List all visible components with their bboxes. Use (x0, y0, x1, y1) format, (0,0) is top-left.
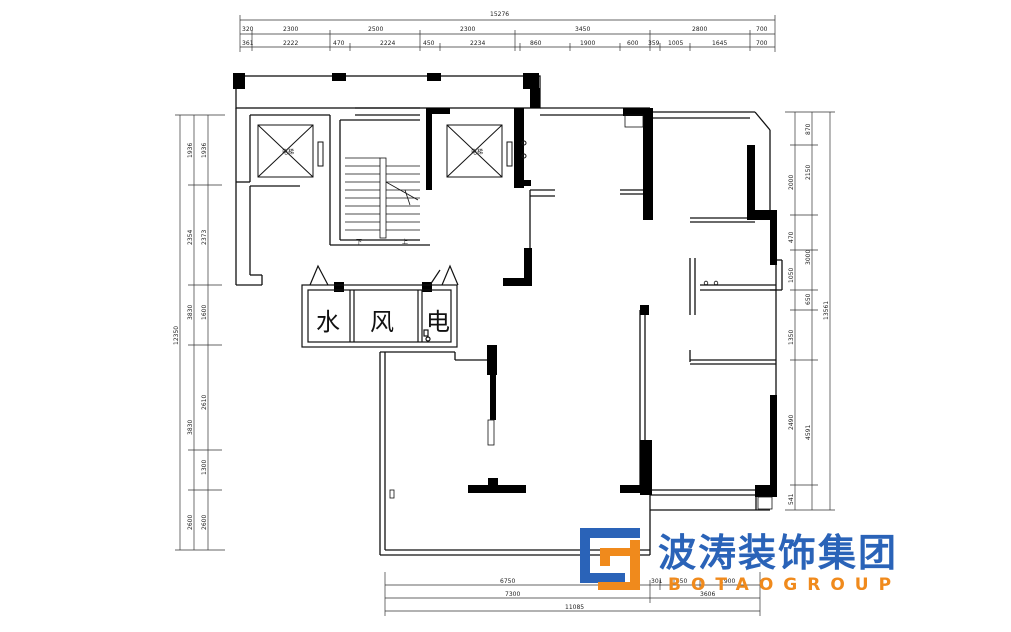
svg-text:6750: 6750 (500, 578, 515, 585)
brand-name-en: BOTAOGROUP (668, 575, 901, 595)
brand-name-cn: 波涛装饰集团 (658, 531, 898, 575)
top-dimensions (239, 15, 776, 52)
svg-text:1936: 1936 (201, 143, 208, 158)
svg-text:3830: 3830 (187, 420, 194, 435)
svg-text:700: 700 (756, 40, 768, 47)
room-wind-label: 风 (370, 308, 394, 336)
staircase (345, 157, 420, 239)
brand-logo: 波涛装饰集团 BOTAOGROUP (580, 528, 901, 595)
svg-text:2373: 2373 (201, 230, 208, 245)
structural-columns (233, 73, 777, 497)
svg-text:2600: 2600 (201, 515, 208, 530)
elevator-right-label: 电梯 (471, 148, 483, 156)
stair-up-label: 上 (402, 238, 408, 246)
svg-text:1936: 1936 (187, 143, 194, 158)
top-total-label: 15276 (490, 11, 509, 18)
svg-text:2610: 2610 (201, 395, 208, 410)
room-electric-label: 电 (426, 308, 450, 336)
elevator-left (257, 124, 324, 178)
svg-text:870: 870 (805, 123, 812, 135)
right-dimension-labels: 13561 2150 870 3000 650 4591 2000 470 10… (788, 123, 830, 505)
svg-text:2490: 2490 (788, 415, 795, 430)
svg-text:359: 359 (648, 40, 660, 47)
svg-text:4591: 4591 (805, 425, 812, 440)
svg-text:1050: 1050 (788, 268, 795, 283)
svg-text:1645: 1645 (712, 40, 727, 47)
svg-text:2500: 2500 (368, 26, 383, 33)
svg-text:1900: 1900 (580, 40, 595, 47)
bottom-dimension-labels: 6750 301 1550 1900 7300 3606 11085 (500, 578, 735, 611)
svg-text:301: 301 (651, 578, 663, 585)
svg-text:470: 470 (788, 231, 795, 243)
svg-text:3606: 3606 (700, 591, 715, 598)
svg-text:1600: 1600 (201, 305, 208, 320)
elevator-right (446, 124, 527, 178)
room-water-label: 水 (316, 308, 340, 336)
fixtures (389, 114, 773, 510)
svg-text:860: 860 (530, 40, 542, 47)
svg-text:600: 600 (627, 40, 639, 47)
svg-text:650: 650 (805, 293, 812, 305)
svg-text:470: 470 (333, 40, 345, 47)
svg-text:1550: 1550 (672, 578, 687, 585)
svg-text:3450: 3450 (575, 26, 590, 33)
svg-text:450: 450 (423, 40, 435, 47)
brand-mark-icon (580, 528, 640, 590)
svg-text:7300: 7300 (505, 591, 520, 598)
shaft-rooms (301, 264, 459, 348)
svg-text:3830: 3830 (187, 305, 194, 320)
svg-text:1900: 1900 (720, 578, 735, 585)
walls-outline (235, 75, 783, 556)
svg-text:700: 700 (756, 26, 768, 33)
left-dimension-labels: 12350 1936 2354 3830 3830 2600 1936 2373… (173, 143, 208, 530)
svg-text:2222: 2222 (283, 40, 298, 47)
stair-down-label: 下 (356, 239, 362, 246)
svg-text:2600: 2600 (187, 515, 194, 530)
svg-text:1300: 1300 (201, 460, 208, 475)
right-dimensions (785, 111, 835, 511)
svg-text:3000: 3000 (805, 250, 812, 265)
svg-text:361: 361 (242, 40, 254, 47)
svg-text:12350: 12350 (173, 326, 180, 345)
bottom-dimensions (384, 572, 761, 616)
svg-text:2000: 2000 (788, 175, 795, 190)
svg-text:2300: 2300 (283, 26, 298, 33)
svg-text:2150: 2150 (805, 165, 812, 180)
elevator-left-label: 电梯 (282, 148, 294, 156)
svg-text:2800: 2800 (692, 26, 707, 33)
svg-text:320: 320 (242, 26, 254, 33)
svg-text:1005: 1005 (668, 40, 683, 47)
top-dimension-labels: 15276 320 2300 2500 2300 3450 2800 700 3… (242, 11, 768, 47)
svg-text:11085: 11085 (565, 604, 584, 611)
svg-text:1350: 1350 (788, 330, 795, 345)
svg-text:2234: 2234 (470, 40, 485, 47)
svg-text:541: 541 (788, 493, 795, 505)
left-dimensions (175, 114, 225, 551)
svg-text:13561: 13561 (823, 301, 830, 320)
svg-text:2300: 2300 (460, 26, 475, 33)
svg-text:2224: 2224 (380, 40, 395, 47)
svg-text:2354: 2354 (187, 230, 194, 245)
